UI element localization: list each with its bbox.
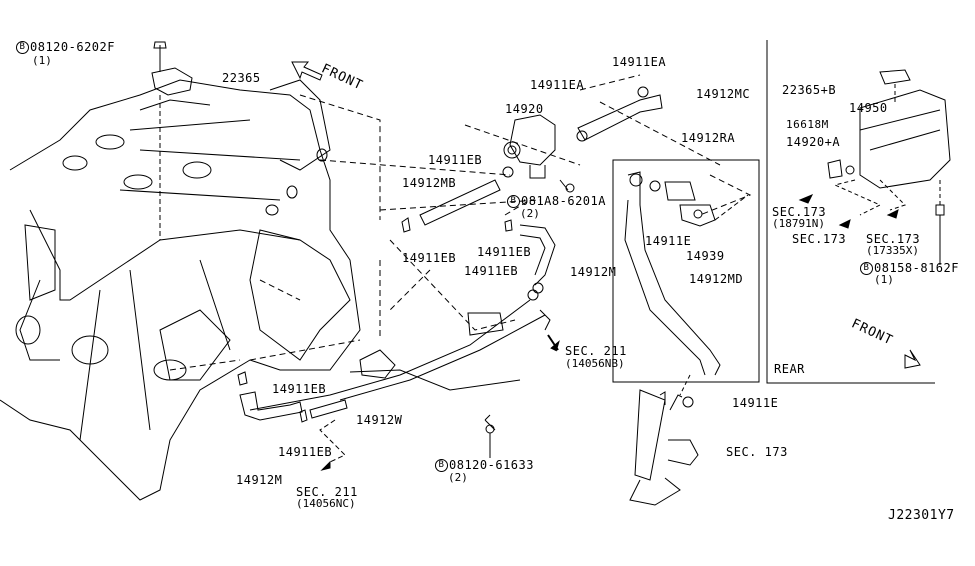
inset-frame — [766, 40, 935, 384]
callout-14911EB-lower[interactable]: 14911EB — [464, 264, 519, 278]
front-arrow-icon — [291, 61, 323, 81]
front-arrow-inset-icon — [904, 349, 921, 369]
callout-14912MB[interactable]: 14912MB — [402, 176, 457, 190]
box-14912RA — [612, 159, 760, 383]
callout-ref: (18791N) — [772, 217, 825, 230]
filter-sec173-drawing — [629, 374, 699, 506]
callout-14911EA-top[interactable]: 14911EA — [612, 55, 667, 69]
bolt-symbol-icon: B — [16, 41, 29, 54]
bolt-symbol-icon: B — [435, 459, 448, 472]
part-number: 081A8-6201A — [521, 194, 606, 208]
callout-sec173-filter[interactable]: SEC. 173 — [726, 445, 788, 459]
dashed-guide-lines — [169, 74, 752, 371]
hose-14912MC-drawing — [577, 94, 663, 141]
callout-14920[interactable]: 14920 — [505, 102, 544, 116]
callout-22365[interactable]: 22365 — [222, 71, 261, 85]
callout-ref: (14056NB) — [565, 357, 625, 370]
callout-16618M[interactable]: 16618M — [786, 118, 829, 131]
arrow-sec211-nb — [547, 334, 560, 352]
part-number: 08158-8162F — [874, 261, 959, 275]
callout-ref: (14056NC) — [296, 497, 356, 510]
callout-qty: (1) — [874, 273, 894, 286]
callout-14911E-filter[interactable]: 14911E — [732, 396, 779, 410]
callout-14920A[interactable]: 14920+A — [786, 135, 841, 149]
callout-14912M[interactable]: 14912M — [570, 265, 617, 279]
canister-14950-drawing — [798, 69, 951, 265]
callout-14911E-box[interactable]: 14911E — [645, 234, 692, 248]
callout-qty: (1) — [32, 54, 52, 67]
callout-14911EB-right[interactable]: 14911EB — [477, 245, 532, 259]
bolt-symbol-icon: B — [860, 262, 873, 275]
pipe-14912W-drawing — [249, 299, 551, 411]
callout-14912RA[interactable]: 14912RA — [681, 131, 736, 145]
callout-14911EB-left[interactable]: 14911EB — [402, 251, 457, 265]
hose-14912M-lower-drawing — [239, 391, 303, 421]
callout-sec173[interactable]: SEC.173 — [792, 232, 847, 246]
callout-14911EA[interactable]: 14911EA — [530, 78, 585, 92]
sensor-22365-drawing — [151, 41, 193, 240]
engine-drawing — [0, 79, 361, 501]
callout-qty: (2) — [448, 471, 468, 484]
callout-14912MD[interactable]: 14912MD — [689, 272, 744, 286]
callout-14911EB-hose[interactable]: 14911EB — [278, 445, 333, 459]
diagram-id-code: J22301Y7 — [888, 508, 955, 523]
callout-14912MC[interactable]: 14912MC — [696, 87, 751, 101]
callout-qty: (2) — [520, 207, 540, 220]
arrow-sec211-nc — [320, 460, 331, 471]
part-number: 08120-6202F — [30, 40, 115, 54]
callout-sec211-14056NB[interactable]: SEC. 211 — [565, 344, 627, 358]
callout-sec211-14056NC[interactable]: SEC. 211 — [296, 485, 358, 499]
callout-ref: (17335X) — [866, 244, 919, 257]
callout-14911EB-valve[interactable]: 14911EB — [428, 153, 483, 167]
bolt-symbol-icon: B — [507, 195, 520, 208]
hose-14912MD-drawing — [624, 171, 749, 376]
callout-14911EB-engine[interactable]: 14911EB — [272, 382, 327, 396]
callout-14912W[interactable]: 14912W — [356, 413, 403, 427]
callout-sec173-17335X[interactable]: SEC.173 — [866, 232, 921, 246]
valve-14920-drawing — [503, 114, 575, 193]
callout-22365B[interactable]: 22365+B — [782, 83, 837, 97]
hose-14912MB-drawing — [419, 179, 501, 226]
callout-14939[interactable]: 14939 — [686, 249, 725, 263]
part-number: 08120-61633 — [449, 458, 534, 472]
rear-label: REAR — [774, 362, 805, 376]
callout-14950[interactable]: 14950 — [849, 101, 888, 115]
hose-14912M-drawing — [519, 224, 556, 286]
callout-sec173-18791N[interactable]: SEC.173 — [772, 205, 827, 219]
callout-14912M-lower[interactable]: 14912M — [236, 473, 283, 487]
